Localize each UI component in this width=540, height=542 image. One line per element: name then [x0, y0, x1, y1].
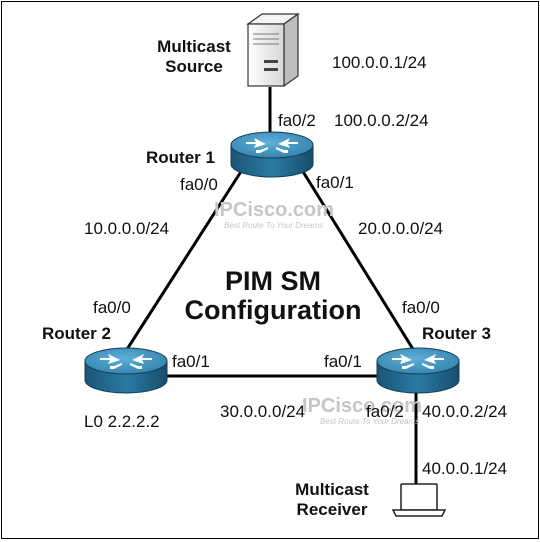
- r1-fa01-label: fa0/1: [316, 173, 354, 192]
- router3-name: Router 3: [422, 324, 491, 343]
- r3-fa01-label: fa0/1: [324, 352, 362, 371]
- router1-icon: [230, 131, 314, 178]
- diagram-title: PIM SM Configuration: [178, 267, 368, 325]
- link-router1-router3: [300, 169, 418, 355]
- router2-loopback: L0 2.2.2.2: [84, 412, 160, 431]
- multicast-source-server-icon: [246, 12, 300, 88]
- router3-icon: [376, 347, 460, 394]
- r1-fa02-ip: 100.0.0.2/24: [334, 111, 429, 130]
- watermark-brand: IPCisco.com: [214, 199, 335, 221]
- title-line2: Configuration: [184, 295, 362, 325]
- source-ip: 100.0.0.1/24: [332, 53, 427, 72]
- multicast-source-label: Multicast Source: [157, 37, 231, 76]
- watermark-brand: IPCisco.com: [302, 395, 423, 417]
- r1-fa00-label: fa0/0: [180, 175, 218, 194]
- r3-fa00-label: fa0/0: [402, 298, 440, 317]
- router2-name: Router 2: [42, 324, 111, 343]
- watermark-top: IPCisco.com Best Route To Your Dreams: [214, 200, 334, 230]
- r1-fa02-label: fa0/2: [278, 111, 316, 130]
- watermark-tagline: Best Route To Your Dreams: [224, 221, 324, 230]
- network-r1-r2: 10.0.0.0/24: [84, 219, 170, 238]
- router2-icon: [84, 347, 168, 394]
- title-line1: PIM SM: [224, 266, 321, 296]
- network-r2-r3: 30.0.0.0/24: [220, 402, 306, 421]
- router1-name: Router 1: [146, 148, 215, 167]
- watermark-tagline: Best Route To Your Dreams: [320, 417, 420, 426]
- watermark-bottom: IPCisco.com Best Route To Your Dreams: [302, 396, 422, 426]
- links: [122, 87, 418, 484]
- r2-fa00-label: fa0/0: [93, 298, 131, 317]
- r3-fa02-ip: 40.0.0.2/24: [422, 402, 508, 421]
- network-r1-r3: 20.0.0.0/24: [358, 219, 444, 238]
- receiver-ip: 40.0.0.1/24: [422, 459, 508, 478]
- r2-fa01-label: fa0/1: [172, 352, 210, 371]
- link-router1-router2: [122, 169, 244, 355]
- multicast-receiver-label: Multicast Receiver: [295, 480, 369, 519]
- r3-fa02-label: fa0/2: [366, 402, 404, 421]
- multicast-receiver-laptop-icon: [391, 483, 447, 517]
